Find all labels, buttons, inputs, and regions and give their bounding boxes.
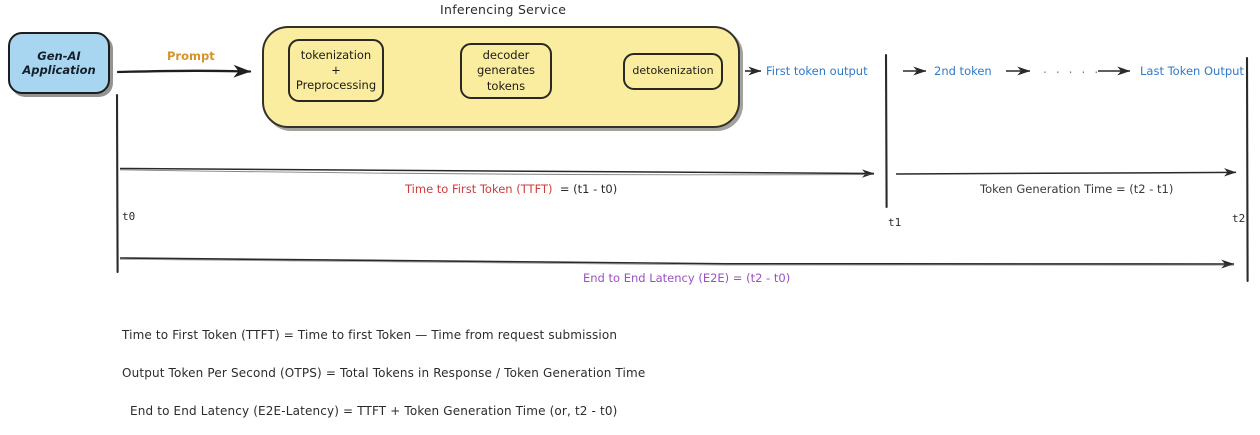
end-to-end-latency-label: End to End Latency (E2E) = (t2 - t0) xyxy=(583,271,791,285)
definition-ttft: Time to First Token (TTFT) = Time to fir… xyxy=(122,328,618,342)
definitions-block: Time to First Token (TTFT) = Time to fir… xyxy=(122,328,1222,435)
first-token-output-label: First token output xyxy=(766,64,868,78)
stage-detokenization[interactable]: detokenization xyxy=(623,53,723,90)
last-token-output-label: Last Token Output xyxy=(1140,64,1244,78)
ttft-metric-equation: = (t1 - t0) xyxy=(559,182,618,196)
definition-otps: Output Token Per Second (OTPS) = Total T… xyxy=(122,366,646,380)
e2e-measure-arrow xyxy=(119,257,1235,269)
definition-e2e-latency: End to End Latency (E2E-Latency) = TTFT … xyxy=(130,404,618,418)
token-generation-time-label: Token Generation Time = (t2 - t1) xyxy=(980,182,1174,196)
tick-rule-t2 xyxy=(1245,56,1249,283)
token-generation-measure-arrow xyxy=(895,168,1237,177)
inferencing-service-title: Inferencing Service xyxy=(440,2,567,17)
prompt-label: Prompt xyxy=(167,49,215,63)
tick-rule-t1 xyxy=(884,53,888,209)
ttft-measure-arrow xyxy=(119,167,875,178)
stage-tokenization-preprocessing[interactable]: tokenization + Preprocessing xyxy=(288,39,384,102)
tick-label-t0: t0 xyxy=(122,210,136,223)
ttft-metric-label: Time to First Token (TTFT) = (t1 - t0) xyxy=(405,182,617,196)
tick-label-t2: t2 xyxy=(1232,212,1246,225)
second-token-label: 2nd token xyxy=(934,64,992,78)
genai-application-label: Gen-AI Application xyxy=(22,48,96,77)
genai-application-box[interactable]: Gen-AI Application xyxy=(8,32,110,94)
ttft-metric-name: Time to First Token (TTFT) xyxy=(405,182,553,196)
stage-decoder-generates-tokens[interactable]: decoder generates tokens xyxy=(460,43,552,99)
ellipsis-dots: . . . . . xyxy=(1043,62,1101,76)
tick-label-t1: t1 xyxy=(888,216,902,229)
prompt-arrow xyxy=(116,64,252,78)
tick-rule-t0 xyxy=(115,93,119,274)
